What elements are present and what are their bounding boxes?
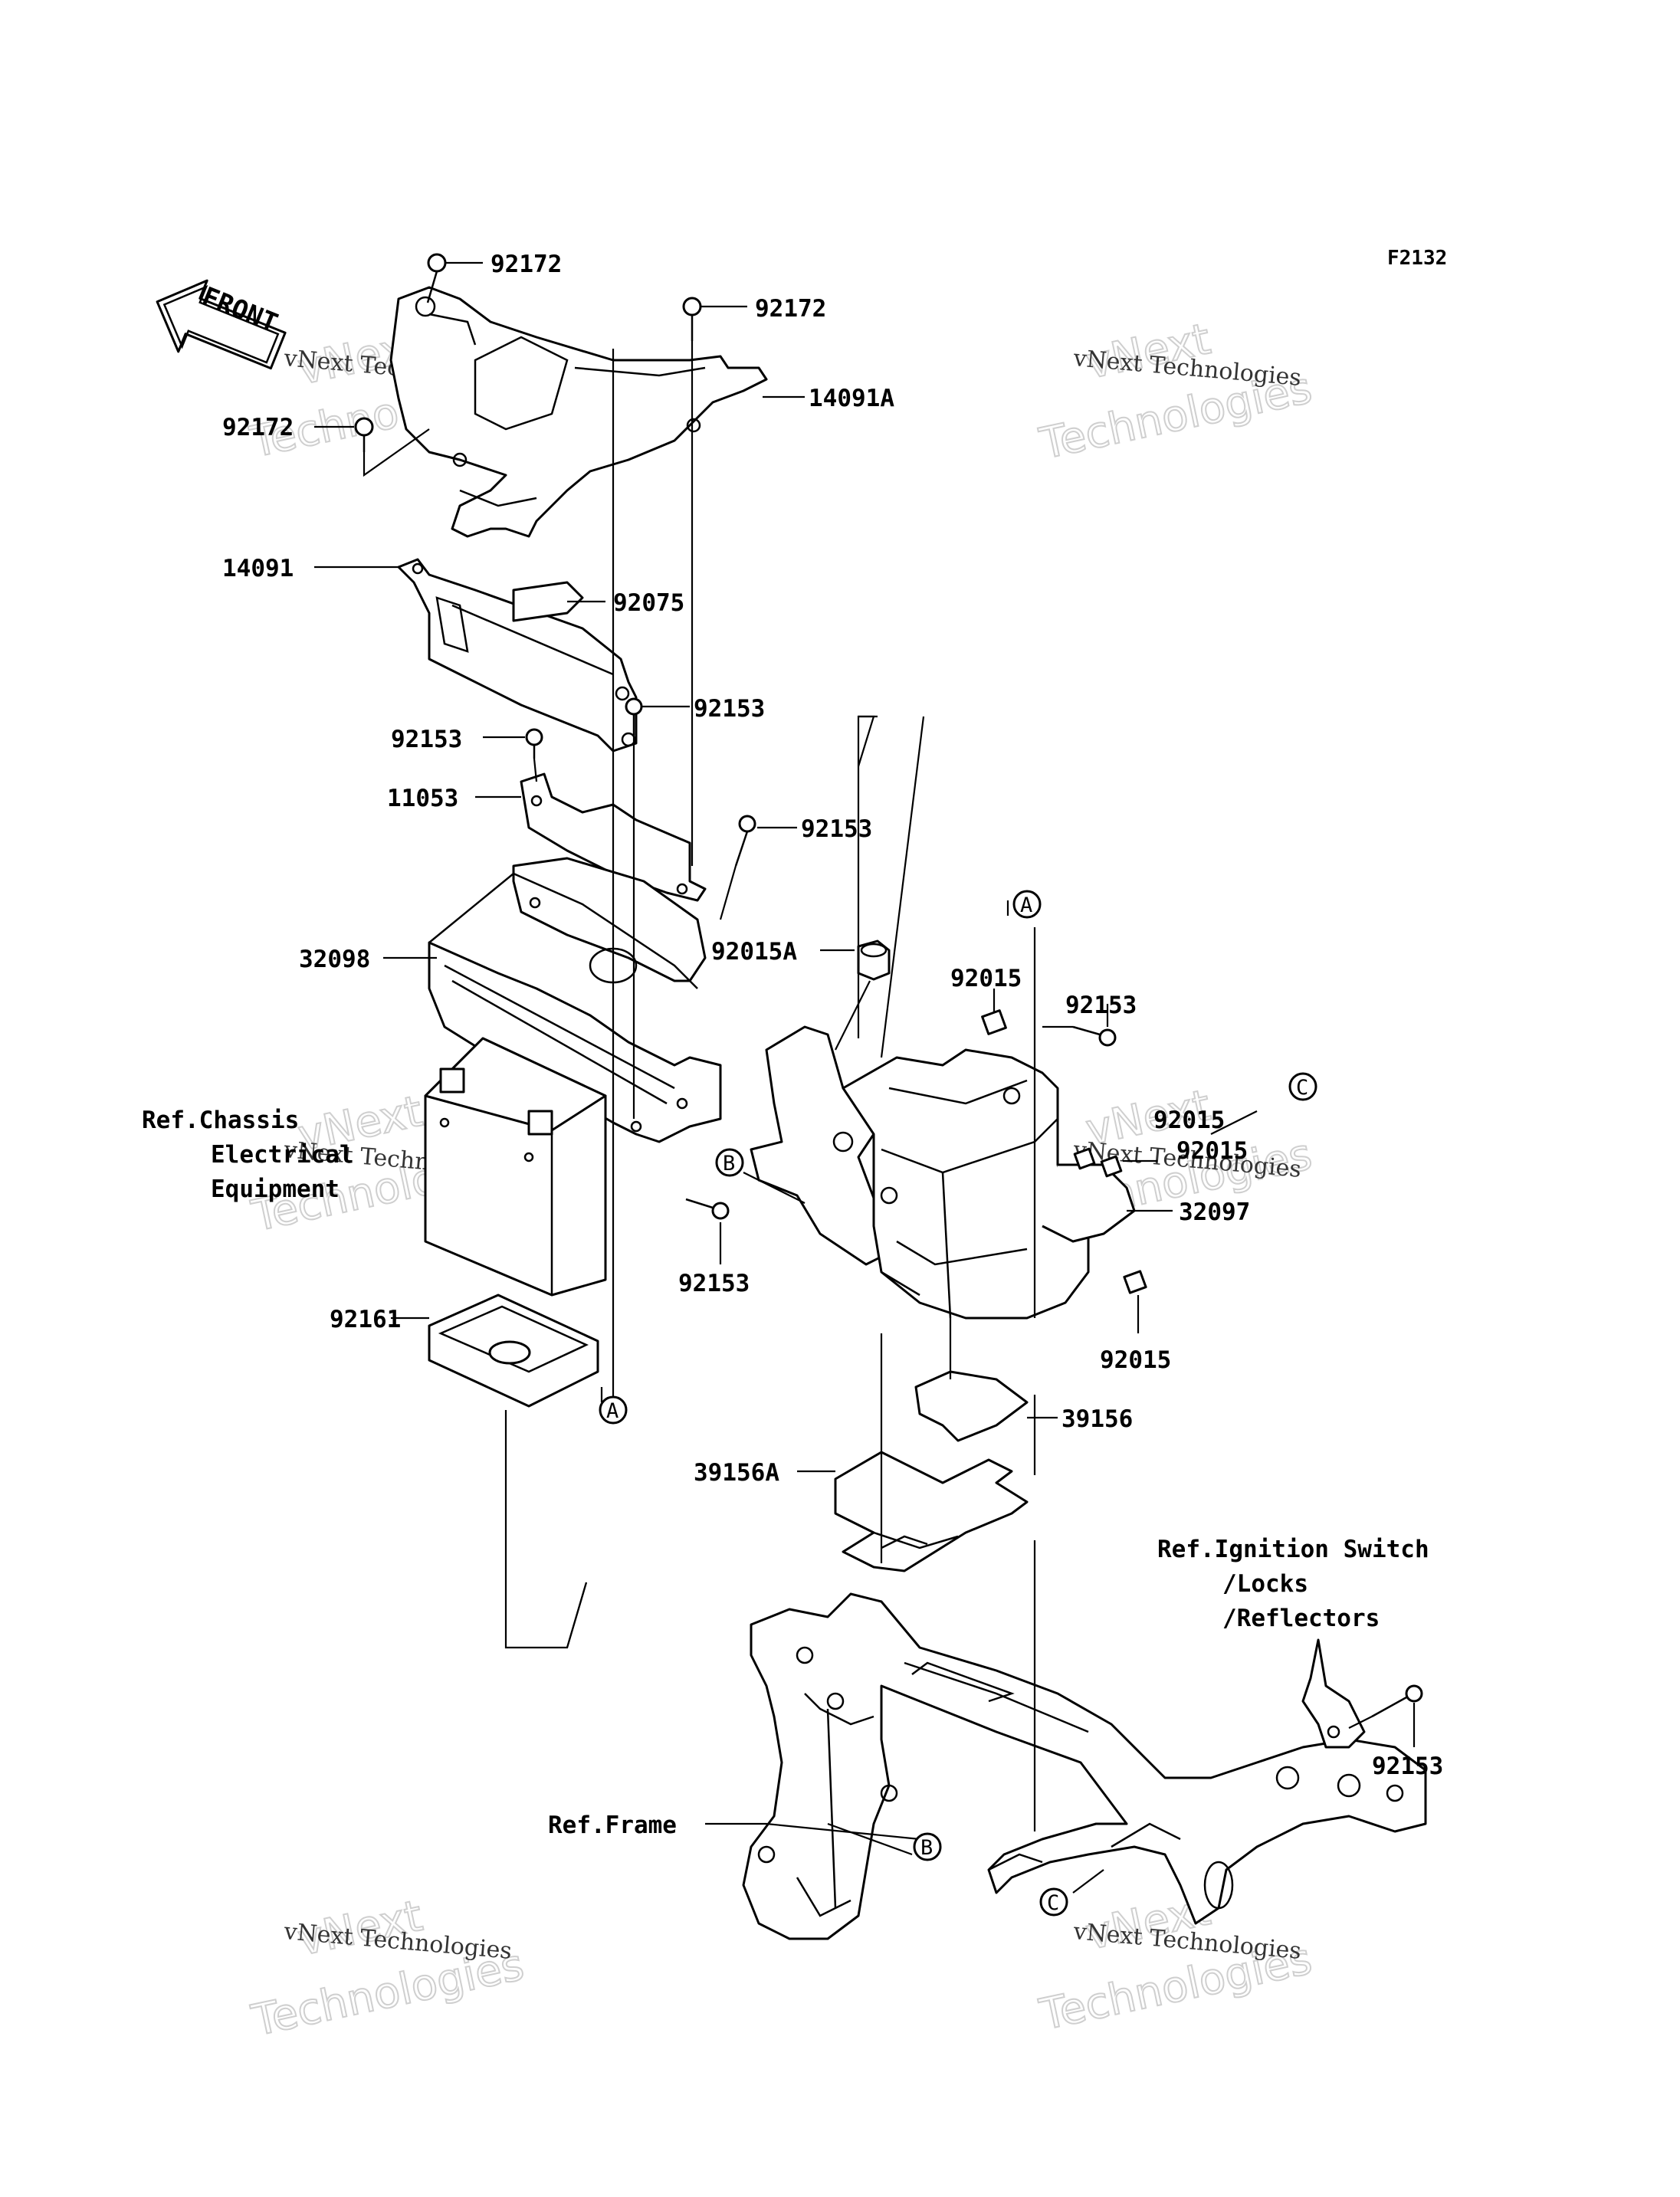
battery-case-32097 [750, 1025, 1136, 1320]
svg-text:Electrical: Electrical [211, 1141, 354, 1169]
bolt-92153-d [1072, 1025, 1117, 1047]
bolt-92172-left [354, 417, 374, 452]
part-label-92153-2: 92153 [391, 726, 462, 753]
front-arrow-icon [156, 279, 287, 370]
ignition-bracket [1301, 1638, 1366, 1749]
part-label-92153-6: 92153 [1372, 1753, 1443, 1780]
part-label-92075: 92075 [613, 589, 684, 617]
part-label-92153-1: 92153 [694, 695, 765, 723]
svg-text:/Reflectors: /Reflectors [1222, 1605, 1380, 1632]
pad-39156 [914, 1370, 1029, 1442]
part-label-92015-1: 92015 [950, 965, 1022, 992]
part-label-92172-2: 92172 [755, 295, 826, 323]
part-label-92015-3: 92015 [1176, 1137, 1248, 1165]
part-label-14091: 14091 [222, 555, 294, 582]
sticker-92075 [512, 581, 584, 622]
pad-39156a [834, 1451, 1029, 1572]
callout-b-top: B [715, 1148, 744, 1177]
part-label-92153-3: 92153 [801, 815, 872, 843]
part-label-11053: 11053 [387, 785, 458, 812]
figure-code: F2132 [1387, 247, 1447, 270]
part-label-92015-4: 92015 [1100, 1346, 1171, 1374]
svg-text:B: B [723, 1152, 735, 1176]
guide-lines [363, 341, 1373, 1831]
part-label-92161: 92161 [330, 1306, 401, 1333]
part-labels: 92172 92172 14091A 92172 14091 92075 921… [222, 251, 1443, 1780]
callout-b-bottom: B [913, 1832, 942, 1861]
svg-text:Equipment: Equipment [211, 1176, 340, 1203]
ref-chassis-electrical: Ref.Chassis Electrical Equipment [142, 1107, 354, 1203]
ref-frame: Ref.Frame [548, 1812, 677, 1839]
callout-c-top: C [1288, 1072, 1317, 1101]
part-label-92153-5: 92153 [678, 1270, 750, 1297]
ref-ignition-switch: Ref.Ignition Switch /Locks /Reflectors [1157, 1536, 1429, 1632]
clip-nut-1 [981, 1009, 1007, 1035]
clip-nut-4 [1123, 1270, 1147, 1294]
cover-14091a [389, 286, 768, 538]
nut-92015a [857, 939, 891, 981]
part-label-39156: 39156 [1061, 1405, 1133, 1433]
part-label-92015a: 92015A [711, 938, 797, 966]
callout-a-bottom: A [599, 1395, 628, 1425]
clip-nut-3 [1100, 1155, 1123, 1178]
part-label-92172-1: 92172 [491, 251, 562, 278]
callout-a-top: A [1012, 890, 1042, 919]
leader-lines [314, 261, 1416, 1894]
bolt-92153-f [1371, 1684, 1423, 1718]
panel-14091 [397, 558, 638, 753]
part-label-32098: 32098 [299, 946, 370, 973]
svg-text:A: A [1020, 894, 1032, 917]
frame [742, 1592, 1427, 1940]
svg-text:Ref.Ignition Switch: Ref.Ignition Switch [1157, 1536, 1429, 1563]
battery [424, 1037, 607, 1297]
clip-nut-2 [1073, 1147, 1096, 1170]
bolt-92172-mid [682, 297, 702, 341]
svg-text:C: C [1296, 1076, 1308, 1100]
svg-text:Ref.Chassis: Ref.Chassis [142, 1107, 299, 1134]
bolt-92153-c [734, 815, 756, 867]
part-label-14091a: 14091A [809, 385, 894, 412]
bolt-92153-b [525, 728, 543, 759]
svg-text:B: B [920, 1836, 933, 1860]
part-label-92015-2: 92015 [1153, 1107, 1225, 1134]
bolt-92172-top [426, 253, 447, 303]
part-label-92153-4: 92153 [1065, 992, 1137, 1019]
tray-92161 [428, 1294, 599, 1408]
svg-text:A: A [606, 1399, 619, 1423]
part-label-92172-3: 92172 [222, 414, 294, 441]
bolt-92153-e [685, 1198, 730, 1220]
part-label-39156a: 39156A [694, 1459, 779, 1487]
svg-text:C: C [1047, 1891, 1059, 1915]
svg-text:/Locks: /Locks [1222, 1570, 1308, 1598]
part-label-32097: 32097 [1179, 1199, 1250, 1226]
bolt-92153-a [625, 697, 643, 736]
callout-c-bottom: C [1039, 1887, 1068, 1917]
